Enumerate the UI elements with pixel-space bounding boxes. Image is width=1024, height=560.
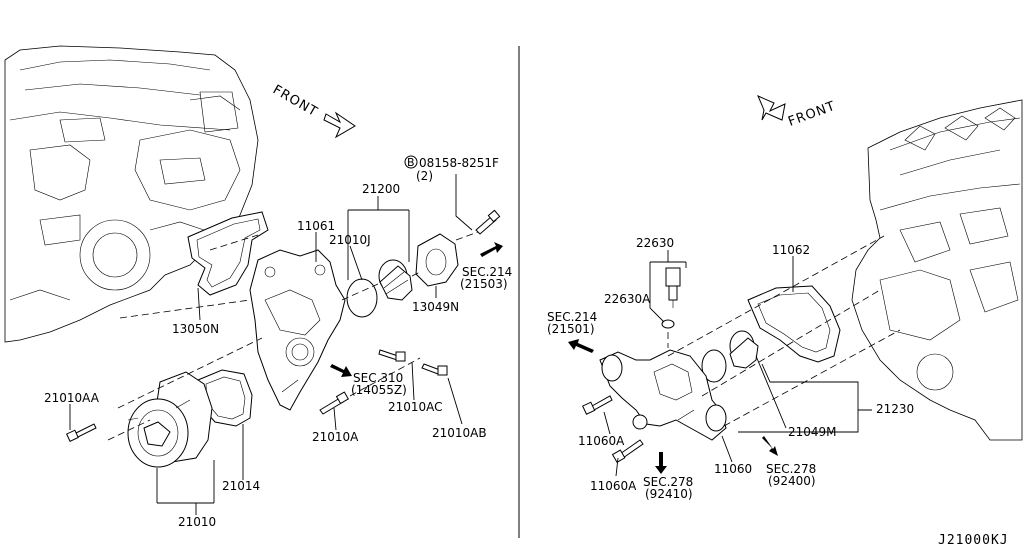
- bolt-ref-callout: B 08158-8251F (2): [404, 155, 499, 183]
- front-label-left: FRONT: [270, 82, 320, 120]
- label-13050n: 13050N: [172, 322, 219, 336]
- label-bolt-qty: (2): [416, 169, 433, 183]
- label-11060: 11060: [714, 462, 752, 476]
- front-arrow-icon: [323, 111, 356, 139]
- label-22630: 22630: [636, 236, 674, 250]
- arrow-sec278-b: [762, 436, 778, 456]
- gasket-13050n: [187, 211, 269, 296]
- label-sec214-left: SEC.214: [462, 265, 512, 279]
- arrow-sec214-right: [568, 339, 594, 353]
- water-outlet-13049n: [415, 233, 459, 287]
- label-11061: 11061: [297, 219, 335, 233]
- water-outlet-housing-11060: [599, 349, 727, 441]
- label-21010a: 21010A: [312, 430, 359, 444]
- label-sec278-a: SEC.278: [643, 475, 693, 489]
- o-ring-right: [701, 349, 727, 383]
- label-sec278-a-sub: (92410): [645, 487, 693, 501]
- left-leader-lines: [69, 174, 473, 515]
- label-21010aa: 21010AA: [44, 391, 100, 405]
- label-11062: 11062: [772, 243, 810, 257]
- label-21010: 21010: [178, 515, 216, 529]
- label-sec214-left-sub: (21503): [460, 277, 508, 291]
- label-21200: 21200: [362, 182, 400, 196]
- label-21010ac: 21010AC: [388, 400, 443, 414]
- temperature-sensor-22630: [665, 267, 681, 308]
- label-11060a-2: 11060A: [590, 479, 637, 493]
- front-arrow-right: FRONT: [757, 95, 838, 130]
- bolt-ref-symbol: B: [407, 156, 415, 169]
- thermostat-21200: [378, 259, 413, 301]
- bolt-21010ac: [378, 349, 399, 361]
- front-arrow-left: FRONT: [270, 82, 356, 139]
- label-11060a-1: 11060A: [578, 434, 625, 448]
- label-bolt-ref: 08158-8251F: [419, 156, 499, 170]
- label-21010j: 21010J: [329, 233, 371, 247]
- label-21230: 21230: [876, 402, 914, 416]
- arrow-sec310: [330, 364, 352, 377]
- label-sec278-b-sub: (92400): [768, 474, 816, 488]
- label-sec310-sub: (14055Z): [351, 383, 407, 397]
- arrow-sec278-a: [655, 452, 667, 474]
- thermostat-21049m: [729, 330, 759, 369]
- arrow-sec214-left: [480, 242, 503, 257]
- label-sec214-right-sub: (21501): [547, 322, 595, 336]
- label-sec214-right: SEC.214: [547, 310, 597, 324]
- diagram-code: J21000KJ: [938, 533, 1009, 548]
- bolt-21010ab: [421, 363, 441, 375]
- label-13049n: 13049N: [412, 300, 459, 314]
- label-21049m: 21049M: [788, 425, 837, 439]
- front-label-right: FRONT: [786, 99, 838, 130]
- label-22630a: 22630A: [604, 292, 651, 306]
- right-engine-block: [851, 99, 1023, 441]
- right-leader-lines: [603, 250, 872, 477]
- label-21010ab: 21010AB: [432, 426, 487, 440]
- bolt-11060a-upper: [591, 395, 613, 411]
- o-ring-21010j: [346, 278, 378, 318]
- gasket-11062: [747, 285, 841, 363]
- right-alignment-lines: [667, 235, 901, 427]
- label-sec278-b: SEC.278: [766, 462, 816, 476]
- left-engine-block: [4, 45, 259, 343]
- label-21014: 21014: [222, 479, 260, 493]
- water-pump-21010: [127, 371, 213, 468]
- water-inlet-housing-11061: [249, 249, 346, 411]
- left-alignment-lines: [107, 231, 479, 441]
- front-arrow-right-icon: [757, 95, 786, 121]
- washer-22630a: [661, 319, 675, 329]
- label-sec310: SEC.310: [353, 371, 403, 385]
